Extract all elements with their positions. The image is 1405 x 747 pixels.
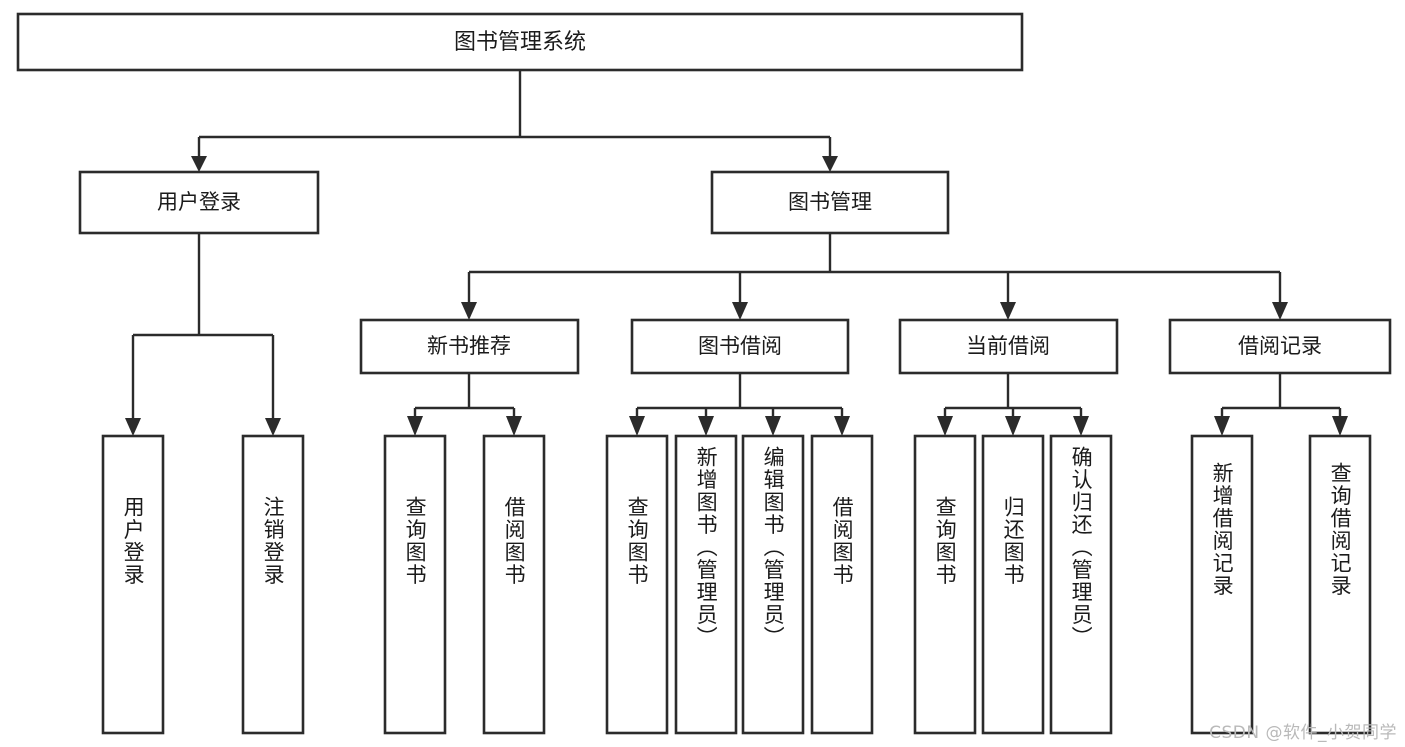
leaf-box-book-borrow-2[interactable] bbox=[741, 434, 805, 735]
arrow-to-current-borrow bbox=[1000, 302, 1016, 320]
arrow-to-new-book-rec bbox=[461, 302, 477, 320]
node-user-login-label: 用户登录 bbox=[157, 190, 241, 214]
arrow-cb-leaf-3 bbox=[1073, 416, 1089, 436]
node-book-borrow[interactable]: 图书借阅 bbox=[630, 318, 850, 375]
leaf-box-borrow-record-1[interactable] bbox=[1308, 434, 1372, 735]
arrow-br-leaf-1 bbox=[1214, 416, 1230, 436]
arrow-userlogin-leaf-1 bbox=[125, 418, 141, 436]
node-book-borrow-box[interactable] bbox=[630, 318, 850, 375]
leaf-box-book-borrow-0[interactable] bbox=[605, 434, 669, 735]
arrow-to-book-borrow bbox=[732, 302, 748, 320]
node-root[interactable]: 图书管理系统 bbox=[16, 12, 1024, 72]
node-current-borrow-label: 当前借阅 bbox=[966, 334, 1050, 358]
connector-layer bbox=[125, 70, 1348, 436]
arrow-bb-leaf-2 bbox=[698, 416, 714, 436]
leaf-box-current-borrow-1[interactable] bbox=[981, 434, 1045, 735]
node-user-login[interactable]: 用户登录 bbox=[78, 170, 320, 235]
node-new-book-rec-box[interactable] bbox=[359, 318, 580, 375]
node-root-box[interactable] bbox=[16, 12, 1024, 72]
arrow-bb-leaf-3 bbox=[765, 416, 781, 436]
arrow-userlogin-leaf-2 bbox=[265, 418, 281, 436]
node-borrow-record-label: 借阅记录 bbox=[1238, 334, 1322, 358]
node-book-manage[interactable]: 图书管理 bbox=[710, 170, 950, 235]
node-user-login-box[interactable] bbox=[78, 170, 320, 235]
leaf-box-user-login-0[interactable] bbox=[101, 434, 165, 735]
node-book-manage-label: 图书管理 bbox=[788, 190, 872, 214]
node-layer: 图书管理系统 用户登录 图书管理 新书推荐 图书借阅 bbox=[16, 12, 1392, 735]
arrow-cb-leaf-1 bbox=[937, 416, 953, 436]
arrow-bb-leaf-1 bbox=[629, 416, 645, 436]
node-current-borrow-box[interactable] bbox=[898, 318, 1119, 375]
arrow-br-leaf-2 bbox=[1332, 416, 1348, 436]
node-book-borrow-label: 图书借阅 bbox=[698, 334, 782, 358]
leaf-box-book-borrow-1[interactable] bbox=[674, 434, 738, 735]
arrow-to-book-manage bbox=[822, 156, 838, 172]
arrow-to-borrow-record bbox=[1272, 302, 1288, 320]
arrow-cb-leaf-2 bbox=[1005, 416, 1021, 436]
node-current-borrow[interactable]: 当前借阅 bbox=[898, 318, 1119, 375]
node-borrow-record[interactable]: 借阅记录 bbox=[1168, 318, 1392, 375]
node-new-book-rec[interactable]: 新书推荐 bbox=[359, 318, 580, 375]
arrow-to-user-login bbox=[191, 156, 207, 172]
node-root-label: 图书管理系统 bbox=[454, 30, 586, 55]
leaf-layer bbox=[101, 434, 1372, 735]
leaf-box-new-book-rec-0[interactable] bbox=[383, 434, 447, 735]
node-book-manage-box[interactable] bbox=[710, 170, 950, 235]
node-new-book-rec-label: 新书推荐 bbox=[427, 334, 511, 358]
leaf-box-user-login-1[interactable] bbox=[241, 434, 305, 735]
leaf-box-book-borrow-3[interactable] bbox=[810, 434, 874, 735]
leaf-box-current-borrow-0[interactable] bbox=[913, 434, 977, 735]
leaf-box-new-book-rec-1[interactable] bbox=[482, 434, 546, 735]
leaf-box-current-borrow-2[interactable] bbox=[1049, 434, 1113, 735]
node-borrow-record-box[interactable] bbox=[1168, 318, 1392, 375]
arrow-newbook-leaf-2 bbox=[506, 416, 522, 436]
leaf-box-borrow-record-0[interactable] bbox=[1190, 434, 1254, 735]
arrow-newbook-leaf-1 bbox=[407, 416, 423, 436]
arrow-bb-leaf-4 bbox=[834, 416, 850, 436]
